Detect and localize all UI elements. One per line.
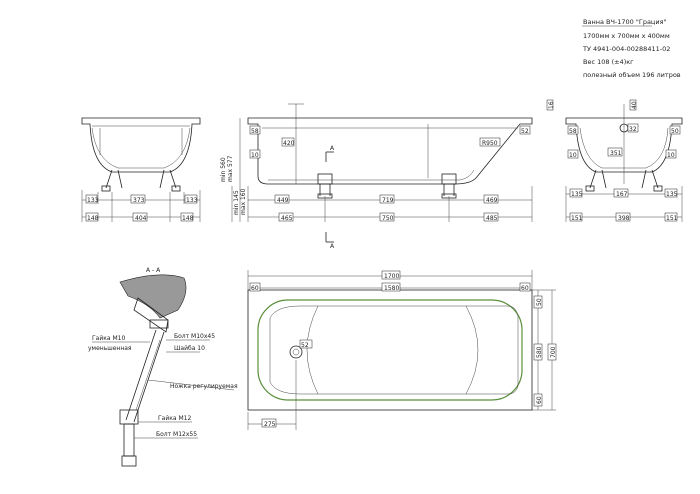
title-standard: ТУ 4941-004-00288411-02 bbox=[582, 45, 670, 53]
dim-50-plan: 50 bbox=[536, 298, 543, 306]
dim-133-right: 133 bbox=[186, 197, 198, 204]
dim-135-right: 135 bbox=[666, 191, 678, 198]
dim-133-left: 133 bbox=[87, 197, 99, 204]
dim-449: 449 bbox=[277, 197, 289, 204]
title-dimensions: 1700мм х 700мм х 400мм bbox=[583, 32, 670, 40]
dim-10: 10 bbox=[251, 152, 259, 159]
dim-40: 40 bbox=[631, 101, 638, 109]
dim-719: 719 bbox=[382, 197, 394, 204]
dim-52: 52 bbox=[521, 128, 529, 135]
dim-135: 135 bbox=[571, 191, 583, 198]
section-a-a: А - А Гайка М10 уменьшенная Болт М10х45 … bbox=[88, 267, 238, 467]
title-weight: Вес 108 (±4)кг bbox=[583, 58, 634, 66]
dim-60-bottom: 60 bbox=[536, 396, 543, 404]
dim-420: 420 bbox=[283, 140, 295, 147]
dim-60-right: 60 bbox=[521, 285, 529, 292]
dim-60-left: 60 bbox=[251, 285, 259, 292]
dim-465: 465 bbox=[281, 215, 293, 222]
dim-167: 167 bbox=[616, 191, 628, 198]
dim-580: 580 bbox=[536, 346, 543, 358]
dim-min145: min 145 bbox=[233, 190, 240, 215]
label-bolt-m12: Болт М12х55 bbox=[156, 431, 197, 438]
label-washer: Шайба 10 bbox=[174, 345, 205, 352]
dim-r950: R950 bbox=[482, 140, 498, 147]
dim-750: 750 bbox=[382, 215, 394, 222]
dim-1700: 1700 bbox=[384, 273, 399, 280]
dim-404: 404 bbox=[135, 215, 147, 222]
dim-50: 50 bbox=[671, 128, 679, 135]
dim-148: 148 bbox=[87, 215, 99, 222]
title-block: Ванна ВЧ-1700 "Грация" 1700мм х 700мм х … bbox=[582, 18, 681, 79]
section-mark-top: A bbox=[330, 145, 335, 152]
dim-58-end: 58 bbox=[569, 128, 577, 135]
dim-148-right: 148 bbox=[182, 215, 194, 222]
front-view: 133 373 133 148 404 148 bbox=[81, 117, 201, 222]
label-reduced: уменьшенная bbox=[88, 345, 132, 352]
end-view: 16 40 58 32 50 351 10 10 167 135 135 151… bbox=[546, 99, 683, 222]
dim-32: 32 bbox=[629, 126, 637, 133]
section-title: А - А bbox=[146, 267, 161, 274]
section-mark-bottom: A bbox=[330, 243, 335, 250]
dim-52-plan: 52 bbox=[301, 342, 309, 349]
dim-469: 469 bbox=[486, 197, 498, 204]
side-view: A A 58 420 10 52 R950 min 560 max 577 mi… bbox=[220, 103, 533, 250]
dim-1580: 1580 bbox=[384, 285, 399, 292]
label-nut-m10: Гайка М10 bbox=[92, 335, 125, 342]
dim-485: 485 bbox=[486, 215, 498, 222]
dim-16: 16 bbox=[548, 101, 555, 109]
label-nut-m12: Гайка М12 bbox=[158, 415, 191, 422]
dim-151-right: 151 bbox=[666, 215, 678, 222]
dim-min560: min 560 bbox=[220, 157, 227, 182]
dim-151: 151 bbox=[571, 215, 583, 222]
dim-10-end: 10 bbox=[569, 152, 577, 159]
label-bolt-m10: Болт М10х45 bbox=[174, 333, 215, 340]
dim-58: 58 bbox=[251, 128, 259, 135]
dim-10-end-right: 10 bbox=[667, 152, 675, 159]
dim-max577: max 577 bbox=[227, 155, 234, 182]
title-volume: полезный объем 196 литров bbox=[583, 71, 681, 79]
dim-max160: max 160 bbox=[240, 188, 247, 215]
title-product: Ванна ВЧ-1700 "Грация" bbox=[583, 18, 666, 26]
dim-275: 275 bbox=[264, 421, 276, 428]
dim-398: 398 bbox=[618, 215, 630, 222]
plan-view: 52 1700 1580 60 60 50 580 700 60 275 bbox=[247, 270, 557, 430]
dim-373: 373 bbox=[133, 197, 145, 204]
dim-351: 351 bbox=[610, 150, 622, 157]
dim-700: 700 bbox=[550, 346, 557, 358]
